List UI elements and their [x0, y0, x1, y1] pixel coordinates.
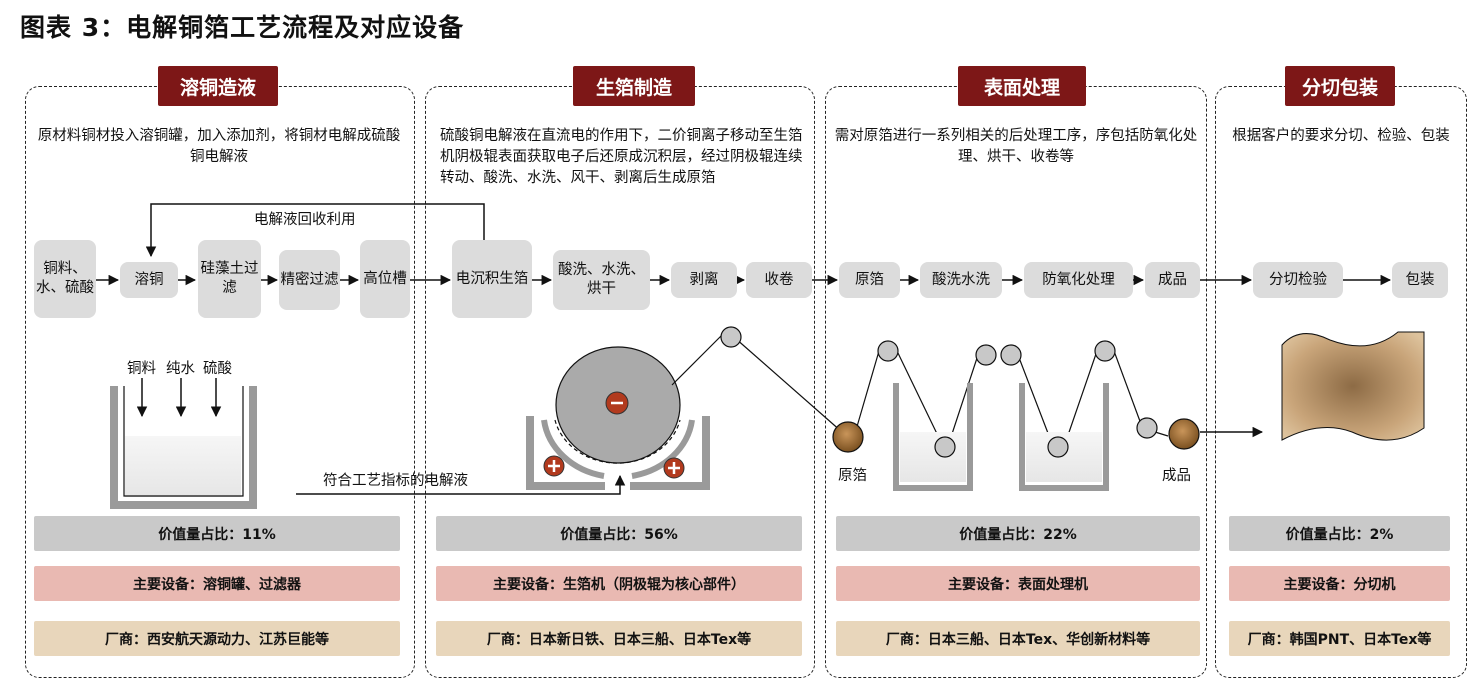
equipment-bar-4: 主要设备：分切机: [1229, 566, 1450, 601]
step-diatomite-filter: 硅藻土过滤: [198, 240, 261, 318]
recycle-label: 电解液回收利用: [254, 212, 356, 228]
value-share-bar-2: 价值量占比：56%: [436, 516, 802, 551]
electrolyte-label: 符合工艺指标的电解液: [323, 473, 468, 489]
step-pickle-wash-dry: 酸洗、水洗、烘干: [553, 250, 650, 310]
step-raw-materials: 铜料、水、硫酸: [34, 240, 96, 318]
step-electrodeposition: 电沉积生箔: [452, 240, 532, 318]
cathode-drum-machine: [526, 346, 710, 490]
step-anti-oxidation: 防氧化处理: [1024, 262, 1133, 298]
equipment-bar-1: 主要设备：溶铜罐、过滤器: [34, 566, 400, 601]
value-share-bar-3: 价值量占比：22%: [836, 516, 1200, 551]
vendor-bar-2: 厂商：日本新日铁、日本三船、日本Tex等: [436, 621, 802, 656]
stage-header-1: 溶铜造液: [158, 66, 278, 106]
step-head-tank: 高位槽: [360, 240, 410, 318]
stage-header-2: 生箔制造: [573, 66, 695, 106]
step-pickle-wash: 酸洗水洗: [920, 262, 1002, 298]
step-raw-foil: 原箔: [839, 262, 900, 298]
value-share-bar-1: 价值量占比：11%: [34, 516, 400, 551]
stage-description-3: 需对原箔进行一系列相关的后处理工序，序包括防氧化处理、烘干、收卷等: [834, 128, 1198, 165]
product-roll-icon: [1168, 418, 1200, 450]
guide-rollers: [720, 326, 1158, 458]
product-label: 成品: [1162, 468, 1191, 484]
raw-foil-roll-icon: [832, 421, 864, 453]
stage-description-4: 根据客户的要求分切、检验、包装: [1232, 128, 1450, 144]
equipment-bar-2: 主要设备：生箔机（阴极辊为核心部件）: [436, 566, 802, 601]
stage-header-4: 分切包装: [1285, 66, 1395, 106]
raw-foil-label: 原箔: [838, 468, 867, 484]
vendor-bar-4: 厂商：韩国PNT、日本Tex等: [1229, 621, 1450, 656]
vendor-bar-3: 厂商：日本三船、日本Tex、华创新材料等: [836, 621, 1200, 656]
step-precision-filter: 精密过滤: [279, 250, 340, 310]
value-share-bar-4: 价值量占比：2%: [1229, 516, 1450, 551]
treatment-tanks: [893, 383, 1109, 491]
step-peel: 剥离: [671, 262, 737, 298]
foil-path: [671, 329, 1169, 442]
vendor-bar-1: 厂商：西安航天源动力、江苏巨能等: [34, 621, 400, 656]
step-packaging: 包装: [1392, 262, 1448, 298]
input-water-label: 纯水: [166, 361, 195, 377]
dissolving-tank: [110, 378, 257, 509]
stage-description-1: 原材料铜材投入溶铜罐，加入添加剂，将铜材电解成硫酸铜电解液: [37, 128, 401, 165]
input-copper-label: 铜料: [127, 361, 156, 377]
electrolyte-feed-line: [296, 474, 626, 495]
equipment-bar-3: 主要设备：表面处理机: [836, 566, 1200, 601]
figure-title: 图表 3：电解铜箔工艺流程及对应设备: [20, 13, 465, 42]
recycle-loop: [145, 203, 485, 258]
stage-header-3: 表面处理: [958, 66, 1086, 106]
step-slit-inspect: 分切检验: [1253, 262, 1343, 298]
cut-foil-sheet-icon: [1281, 331, 1425, 441]
step-wind-up: 收卷: [746, 262, 812, 298]
input-acid-label: 硫酸: [203, 361, 232, 377]
step-finished-product: 成品: [1145, 262, 1200, 298]
stage-description-2: 硫酸铜电解液在直流电的作用下，二价铜离子移动至生箔机阴极辊表面获取电子后还原成沉…: [440, 128, 803, 186]
step-dissolve-copper: 溶铜: [120, 262, 178, 298]
